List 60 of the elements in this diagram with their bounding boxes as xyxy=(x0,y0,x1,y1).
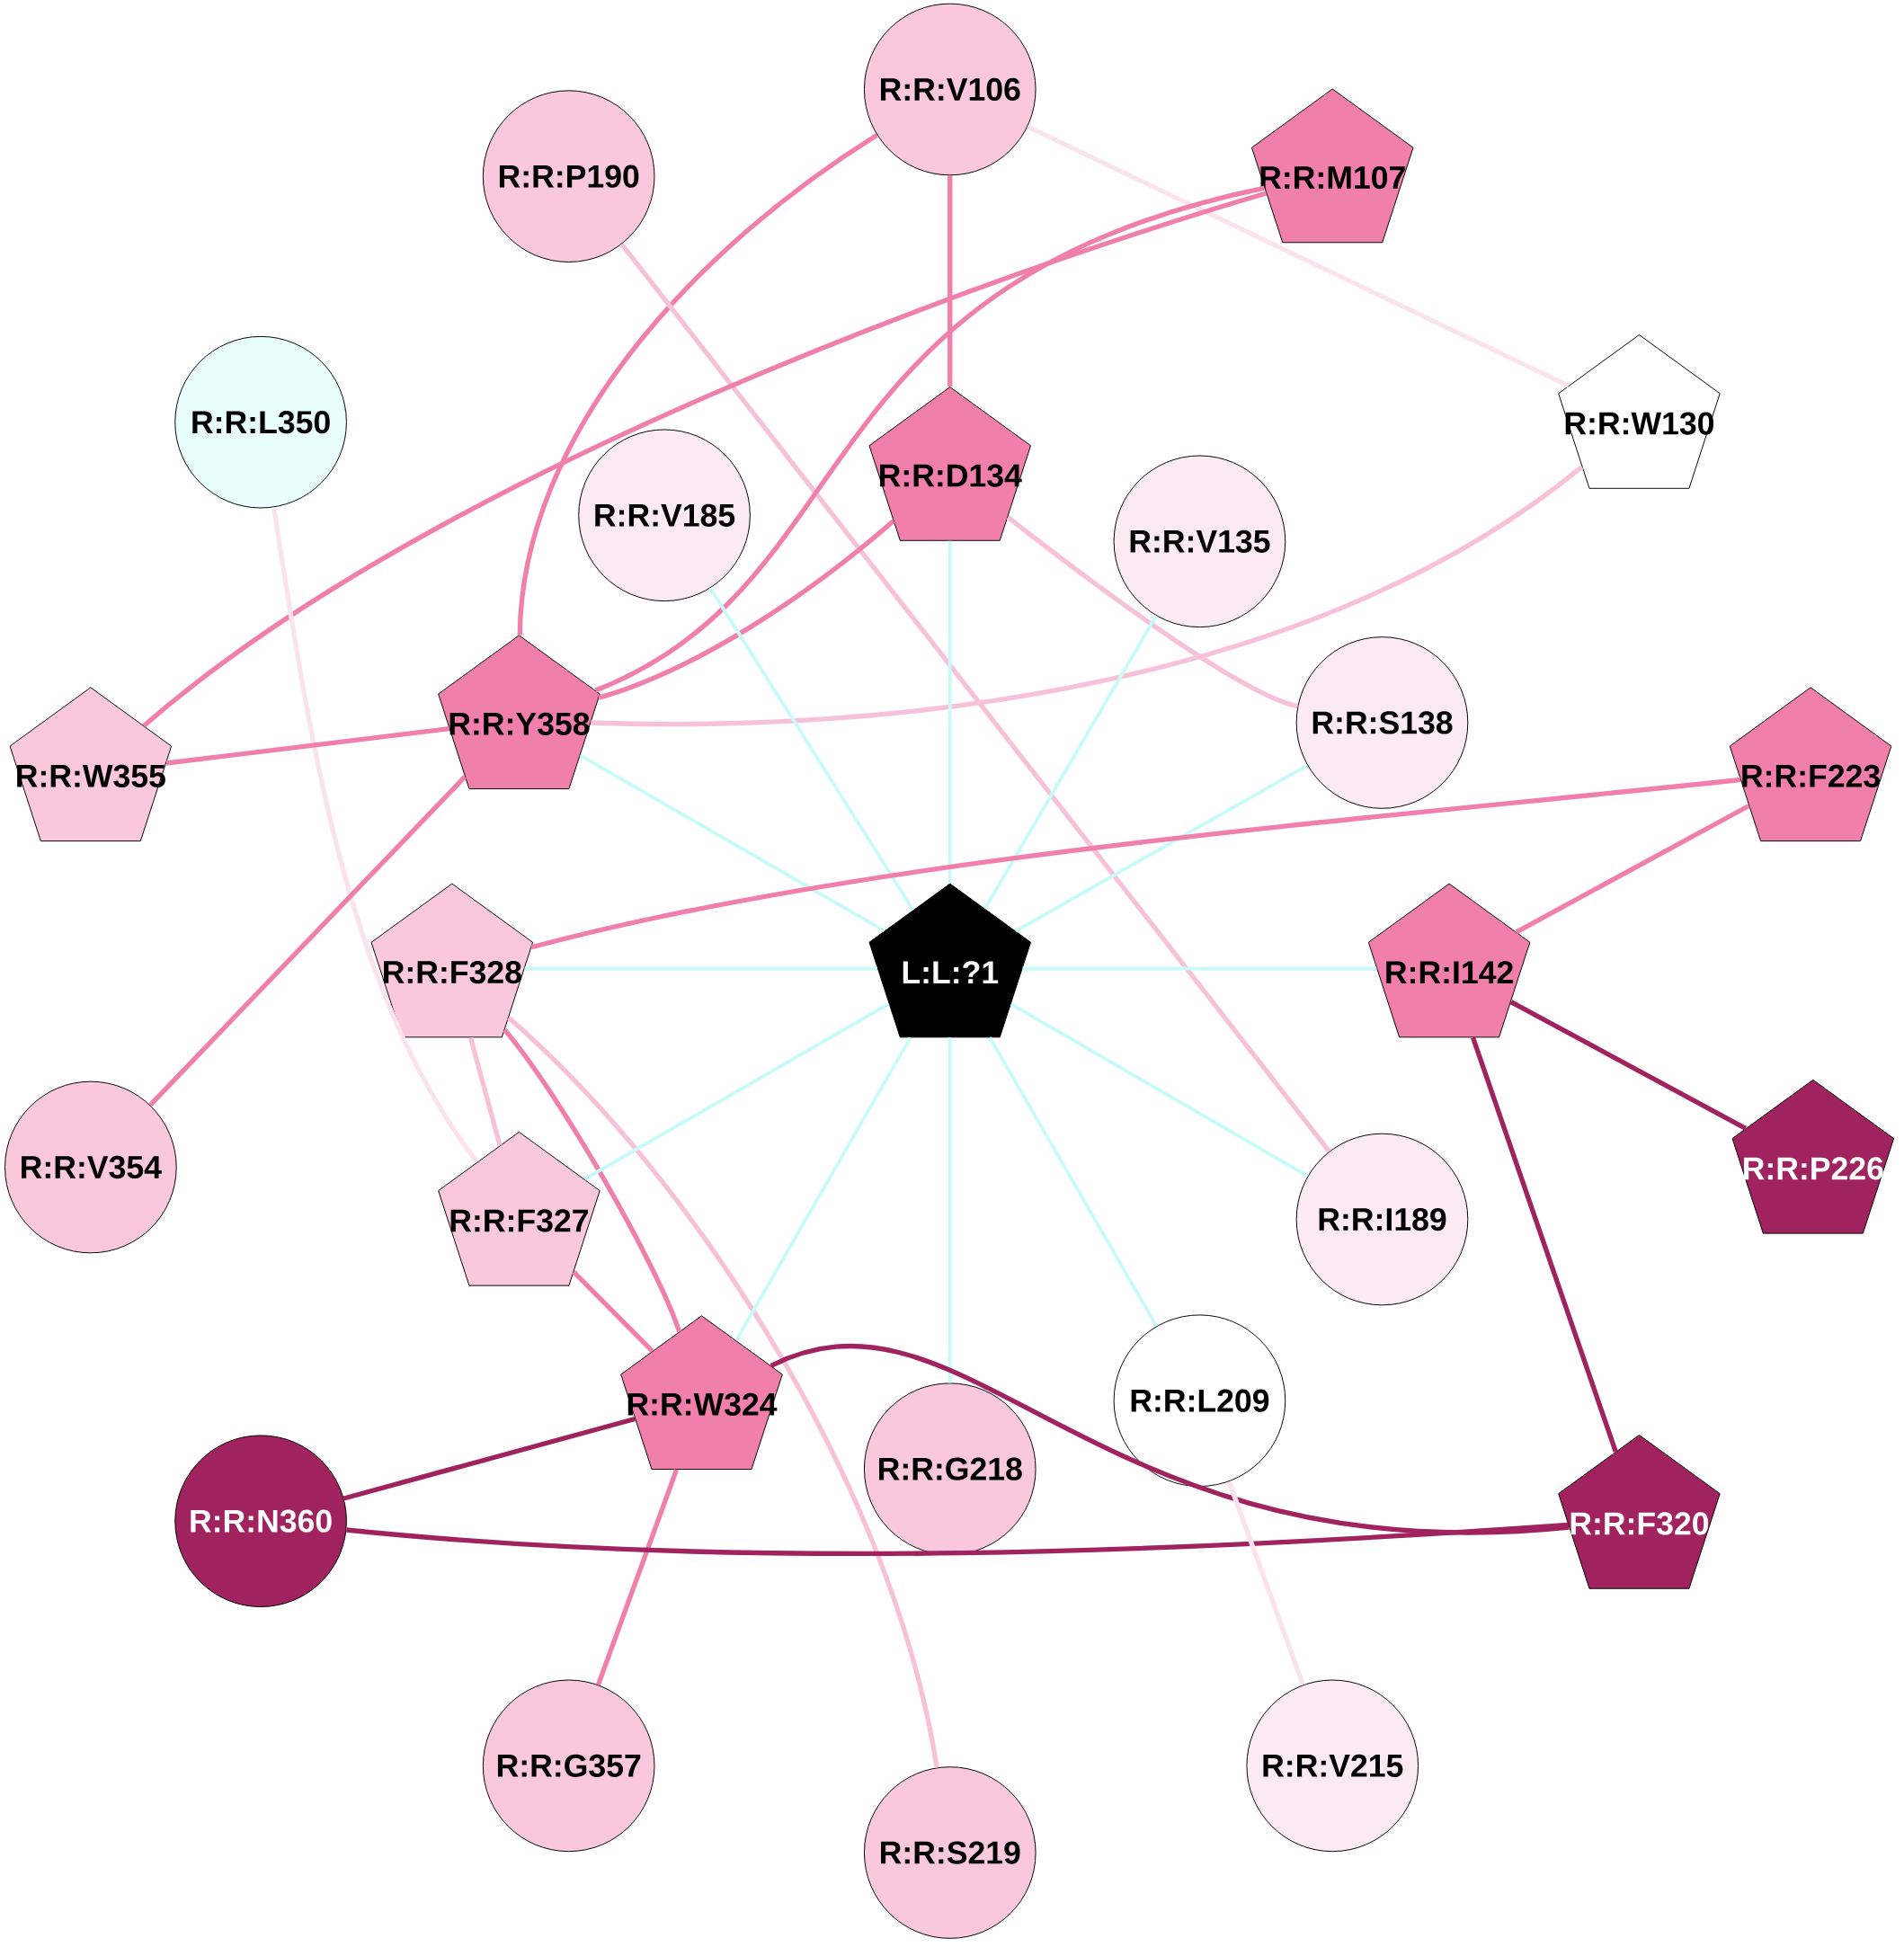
connector-line xyxy=(346,1522,1569,1557)
circle-node: R:R:V135 xyxy=(1113,455,1286,628)
connector-line xyxy=(572,1270,654,1353)
connector-line xyxy=(1015,763,1309,933)
connector-line xyxy=(1027,124,1570,388)
connector-line xyxy=(503,1028,682,1333)
connector-line xyxy=(948,1037,952,1383)
connector-line xyxy=(983,615,1158,910)
circle-node: R:R:G357 xyxy=(483,1679,655,1853)
pentagon-node: R:R:P226 xyxy=(1731,1079,1895,1234)
pentagon-node: R:R:W324 xyxy=(620,1315,783,1471)
connector-line xyxy=(1471,1036,1618,1453)
connector-line xyxy=(948,175,953,387)
connector-line xyxy=(734,1036,912,1342)
circle-node: R:R:V354 xyxy=(4,1080,177,1254)
connector-line xyxy=(579,753,885,933)
connector-line xyxy=(591,465,1584,727)
circle-node: R:R:V106 xyxy=(864,3,1037,176)
circle-node: R:R:G218 xyxy=(864,1382,1037,1555)
connector-line xyxy=(708,587,915,911)
pentagon-node: R:R:Y358 xyxy=(438,635,601,790)
circle-node: R:R:L209 xyxy=(1113,1314,1286,1487)
circle-node: R:R:L350 xyxy=(174,335,348,509)
connector-line xyxy=(142,191,1268,728)
pentagon-node: R:R:I142 xyxy=(1368,883,1531,1038)
connector-line xyxy=(1010,1002,1309,1178)
circle-node: R:R:I189 xyxy=(1295,1133,1469,1306)
pentagon-node: R:R:F327 xyxy=(438,1131,601,1286)
connector-line xyxy=(596,1469,680,1686)
connector-line xyxy=(517,132,879,636)
connector-line xyxy=(988,1036,1159,1328)
pentagon-node: R:R:F320 xyxy=(1558,1434,1721,1589)
connector-line xyxy=(1226,1480,1306,1686)
circle-node: R:R:P190 xyxy=(483,90,655,262)
connector-line xyxy=(619,243,1331,1153)
connector-line xyxy=(148,775,467,1107)
connector-line xyxy=(1006,515,1299,709)
connector-line xyxy=(1022,966,1377,971)
connector-line xyxy=(343,1416,636,1501)
pentagon-node: R:R:F223 xyxy=(1729,687,1892,842)
connector-line xyxy=(524,966,878,971)
connector-line xyxy=(1515,804,1750,935)
connector-line xyxy=(165,726,450,766)
pentagon-node: L:L:?1 xyxy=(868,883,1032,1038)
connector-line xyxy=(530,777,1741,950)
connector-line xyxy=(594,185,1266,693)
pentagon-node: R:R:F328 xyxy=(370,883,534,1038)
connector-line xyxy=(770,1344,1570,1535)
circle-node: R:R:V185 xyxy=(578,429,751,602)
connector-line xyxy=(507,1016,939,1768)
connector-line xyxy=(1509,1000,1748,1131)
circle-node: R:R:S138 xyxy=(1295,636,1469,809)
connector-line xyxy=(468,1036,503,1147)
connector-line xyxy=(271,506,479,1164)
circle-node: R:R:N360 xyxy=(174,1435,348,1607)
circle-node: R:R:S219 xyxy=(864,1766,1037,1939)
connector-line xyxy=(598,519,895,700)
connector-line xyxy=(948,540,952,884)
circle-node: R:R:V215 xyxy=(1246,1679,1419,1853)
connector-line xyxy=(583,1002,890,1181)
